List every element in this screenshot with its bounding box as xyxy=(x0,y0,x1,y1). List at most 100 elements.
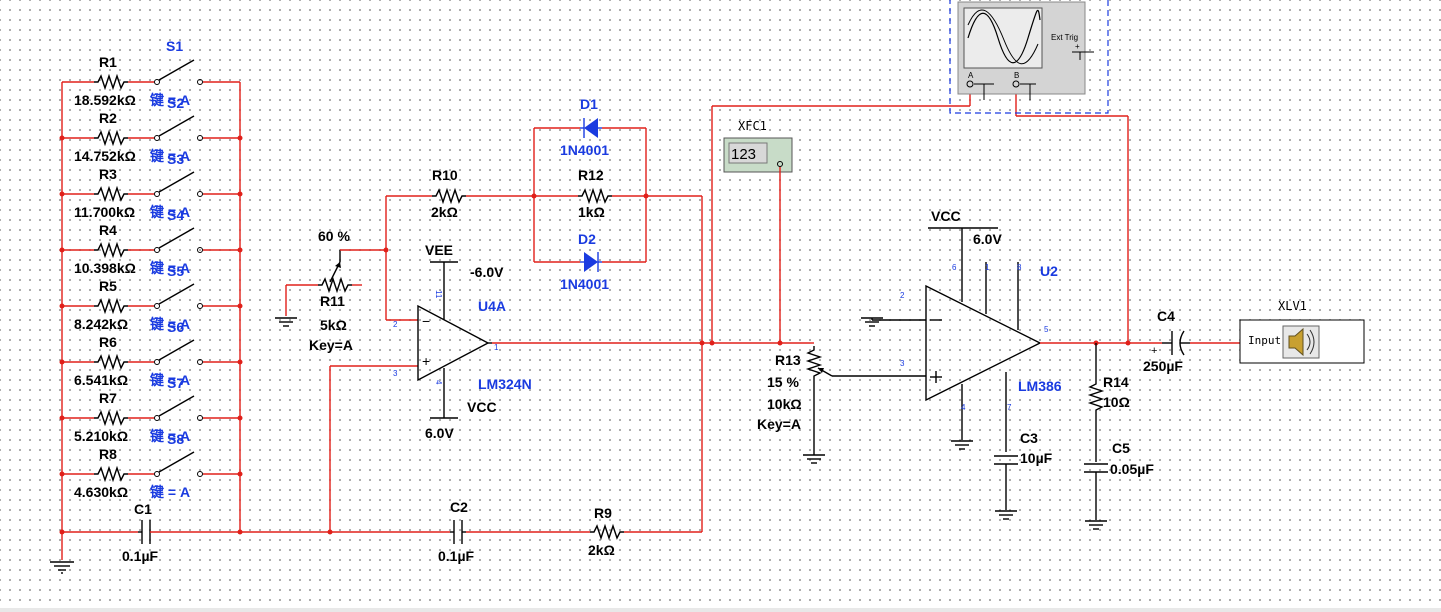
c2-capacitor[interactable]: C2 0.1µF xyxy=(438,499,475,564)
r10-resistor[interactable]: R10 2kΩ xyxy=(431,167,466,220)
r11-value: 5kΩ xyxy=(320,317,347,333)
d2-part: 1N4001 xyxy=(560,276,609,292)
switch xyxy=(158,395,195,417)
r12-value: 1kΩ xyxy=(578,204,605,220)
u2-part: LM386 xyxy=(1018,378,1062,394)
r11-potentiometer[interactable]: 60 % R11 5kΩ Key=A xyxy=(309,228,353,353)
c4-capacitor[interactable]: + C4 250µF xyxy=(1143,308,1190,374)
switch-ref: S1 xyxy=(166,38,183,54)
resistor xyxy=(94,465,128,483)
c4-value: 250µF xyxy=(1143,358,1183,374)
resistor-value: 4.630kΩ xyxy=(74,484,128,500)
u4a-vcc-value: 6.0V xyxy=(425,425,454,441)
r13-ref: R13 xyxy=(775,352,801,368)
c3-value: 10µF xyxy=(1020,450,1053,466)
switch-key: 键 = A xyxy=(149,204,190,220)
xfc1-display: 123 xyxy=(731,146,756,163)
switch xyxy=(158,59,195,81)
resistor xyxy=(94,129,128,147)
resistor-switch-row[interactable]: R7 5.210kΩ 键 = AS8 xyxy=(59,390,243,447)
resistor-ref: R7 xyxy=(99,390,117,406)
switch xyxy=(158,339,195,361)
switch-key: 键 = A xyxy=(149,484,190,500)
svg-text:+: + xyxy=(1075,42,1080,51)
r14-ref: R14 xyxy=(1103,374,1129,390)
c1-capacitor[interactable]: C1 0.1µF xyxy=(62,501,240,564)
u2-pin5: 5 xyxy=(1044,325,1049,334)
r11-setting: 60 % xyxy=(318,228,350,244)
switch-ref: S8 xyxy=(167,431,184,447)
switch xyxy=(158,115,195,137)
c3-capacitor[interactable]: C3 10µF xyxy=(994,430,1053,520)
u2-pin1: 1 xyxy=(985,263,990,272)
status-strip xyxy=(0,608,1441,612)
resistor-switch-row[interactable]: R3 11.700kΩ 键 = AS4 xyxy=(59,166,243,223)
xfc1-ref: XFC1 xyxy=(738,119,767,133)
r10-ref: R10 xyxy=(432,167,458,183)
oscilloscope[interactable]: Ext Trig + A B xyxy=(949,0,1109,114)
r9-value: 2kΩ xyxy=(588,542,615,558)
switch-key: 键 = A xyxy=(149,428,190,444)
u2-pin2: 2 xyxy=(900,291,905,300)
switch-ref: S7 xyxy=(167,375,184,391)
resistor-switch-row[interactable]: R8 4.630kΩ 键 = A xyxy=(59,446,243,500)
resistor xyxy=(94,73,128,91)
resistor-value: 11.700kΩ xyxy=(74,204,135,220)
d1-ref: D1 xyxy=(580,96,598,112)
u4a-vee: VEE xyxy=(425,242,453,258)
ground-left xyxy=(50,532,74,574)
switch xyxy=(158,283,195,305)
resistor-value: 5.210kΩ xyxy=(74,428,128,444)
u2-amplifier[interactable]: 2 3 5 6 1 8 4 7 VCC 6.0V U2 LM386 xyxy=(861,208,1062,452)
resistor xyxy=(94,185,128,203)
u4a-opamp[interactable]: − + 2 3 1 11 4 VEE -6.0V U4A LM324N VCC … xyxy=(393,242,532,441)
r13-key: Key=A xyxy=(757,416,801,432)
u2-vcc-value: 6.0V xyxy=(973,231,1002,247)
c5-value: 0.05µF xyxy=(1110,461,1154,477)
r10-value: 2kΩ xyxy=(431,204,458,220)
c2-ref: C2 xyxy=(450,499,468,515)
c1-value: 0.1µF xyxy=(122,548,159,564)
switch-ref: S6 xyxy=(167,319,184,335)
r13-potentiometer[interactable]: R13 15 % 10kΩ Key=A xyxy=(757,342,926,455)
d2-diode[interactable]: D2 1N4001 xyxy=(534,231,646,292)
ground-r11 xyxy=(275,317,297,327)
d1-diode[interactable]: D1 1N4001 xyxy=(534,96,646,158)
r11-ref: R11 xyxy=(320,293,345,309)
resistor-ref: R8 xyxy=(99,446,117,462)
u4a-ref: U4A xyxy=(478,298,506,314)
d1-part: 1N4001 xyxy=(560,142,609,158)
u2-pin3: 3 xyxy=(900,359,905,368)
c5-ref: C5 xyxy=(1112,440,1130,456)
r13-setting: 15 % xyxy=(767,374,799,390)
r13-value: 10kΩ xyxy=(767,396,802,412)
u2-pin7: 7 xyxy=(1007,403,1012,412)
r12-resistor[interactable]: R12 1kΩ xyxy=(578,167,612,220)
u2-ref: U2 xyxy=(1040,263,1058,279)
resistor-value: 18.592kΩ xyxy=(74,92,136,108)
xlv1-analyzer[interactable]: XLV1 Input xyxy=(1239,299,1365,364)
resistor-ref: R3 xyxy=(99,166,117,182)
xfc1-counter[interactable]: XFC1 123 xyxy=(723,119,793,173)
c4-ref: C4 xyxy=(1157,308,1175,324)
switch xyxy=(158,171,195,193)
switch-ref: S5 xyxy=(167,263,184,279)
switch-ref: S2 xyxy=(167,95,184,111)
u4a-pin3: 3 xyxy=(393,369,398,378)
r9-resistor[interactable]: R9 2kΩ xyxy=(588,505,624,558)
svg-text:−: − xyxy=(422,313,430,329)
r14-resistor[interactable]: R14 10Ω xyxy=(1087,343,1130,462)
resistor-value: 8.242kΩ xyxy=(74,316,128,332)
u4a-pin2: 2 xyxy=(393,320,398,329)
switch-key: 键 = A xyxy=(149,372,190,388)
switch-ref: S4 xyxy=(167,207,184,223)
resistor-value: 6.541kΩ xyxy=(74,372,128,388)
c5-capacitor[interactable]: C5 0.05µF xyxy=(1084,440,1154,530)
